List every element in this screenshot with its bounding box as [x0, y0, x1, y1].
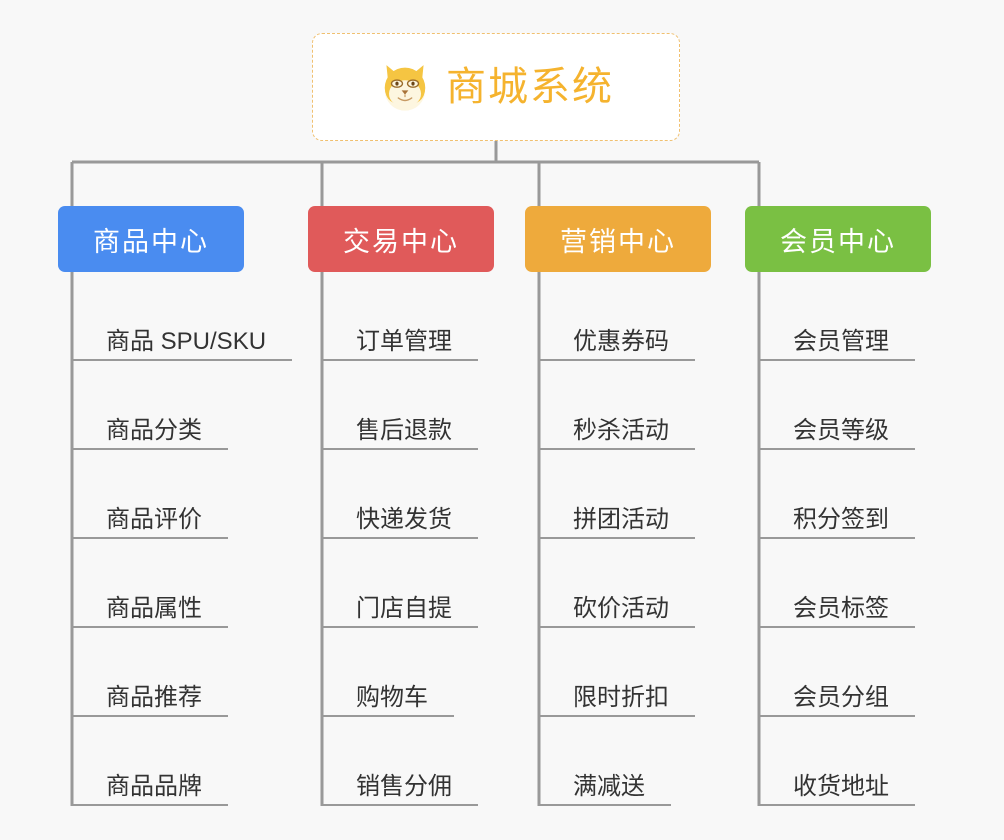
branch-column: 会员中心会员管理会员等级积分签到会员标签会员分组收货地址 — [745, 206, 931, 806]
leaf-underline — [72, 804, 228, 806]
leaf-underline — [539, 448, 695, 450]
leaf-underline — [759, 804, 915, 806]
root-node[interactable]: 商城系统 — [312, 33, 680, 141]
leaf-underline — [539, 715, 695, 717]
leaf-item[interactable]: 商品属性 — [72, 539, 258, 628]
root-title: 商城系统 — [446, 65, 614, 109]
leaf-item[interactable]: 商品推荐 — [72, 628, 258, 717]
leaf-list: 商品 SPU/SKU 商品分类商品评价商品属性商品推荐商品品牌 — [72, 272, 292, 806]
leaf-underline — [539, 804, 671, 806]
leaf-item[interactable]: 秒杀活动 — [539, 361, 725, 450]
leaf-label: 积分签到 — [793, 505, 889, 533]
leaf-underline — [322, 804, 478, 806]
leaf-underline — [759, 537, 915, 539]
leaf-item[interactable]: 商品分类 — [72, 361, 258, 450]
leaf-underline — [759, 448, 915, 450]
leaf-item[interactable]: 门店自提 — [322, 539, 508, 628]
leaf-item[interactable]: 商品品牌 — [72, 717, 258, 806]
leaf-item[interactable]: 会员管理 — [759, 272, 945, 361]
leaf-underline — [322, 715, 454, 717]
leaf-label: 收货地址 — [793, 772, 889, 800]
leaf-label: 商品 SPU/SKU — [106, 327, 267, 355]
leaf-label: 快递发货 — [356, 505, 452, 533]
leaf-item[interactable]: 售后退款 — [322, 361, 508, 450]
leaf-item[interactable]: 会员标签 — [759, 539, 945, 628]
leaf-item[interactable]: 会员等级 — [759, 361, 945, 450]
leaf-underline — [72, 537, 228, 539]
leaf-underline — [759, 359, 915, 361]
branch-header[interactable]: 商品中心 — [58, 206, 244, 272]
branch-column: 商品中心商品 SPU/SKU 商品分类商品评价商品属性商品推荐商品品牌 — [58, 206, 292, 806]
leaf-item[interactable]: 订单管理 — [322, 272, 508, 361]
leaf-item[interactable]: 积分签到 — [759, 450, 945, 539]
leaf-underline — [72, 448, 228, 450]
leaf-label: 商品评价 — [106, 505, 202, 533]
leaf-label: 购物车 — [356, 683, 428, 711]
leaf-label: 会员标签 — [793, 594, 889, 622]
leaf-underline — [539, 626, 695, 628]
leaf-label: 商品属性 — [106, 594, 202, 622]
leaf-item[interactable]: 商品评价 — [72, 450, 258, 539]
leaf-item[interactable]: 砍价活动 — [539, 539, 725, 628]
leaf-item[interactable]: 收货地址 — [759, 717, 945, 806]
leaf-label: 砍价活动 — [573, 594, 669, 622]
shiba-dog-face-icon — [384, 65, 426, 111]
leaf-underline — [72, 715, 228, 717]
leaf-item[interactable]: 会员分组 — [759, 628, 945, 717]
leaf-underline — [322, 537, 478, 539]
leaf-underline — [72, 359, 292, 361]
leaf-label: 售后退款 — [356, 416, 452, 444]
leaf-item[interactable]: 销售分佣 — [322, 717, 508, 806]
leaf-label: 订单管理 — [356, 327, 452, 355]
leaf-item[interactable]: 快递发货 — [322, 450, 508, 539]
leaf-item[interactable]: 优惠券码 — [539, 272, 725, 361]
leaf-underline — [539, 359, 695, 361]
branch-header[interactable]: 交易中心 — [308, 206, 494, 272]
leaf-item[interactable]: 限时折扣 — [539, 628, 725, 717]
leaf-underline — [322, 626, 478, 628]
leaf-label: 拼团活动 — [573, 505, 669, 533]
leaf-item[interactable]: 商品 SPU/SKU — [72, 272, 292, 361]
leaf-item[interactable]: 满减送 — [539, 717, 725, 806]
leaf-label: 会员分组 — [793, 683, 889, 711]
leaf-item[interactable]: 拼团活动 — [539, 450, 725, 539]
leaf-underline — [539, 537, 695, 539]
leaf-underline — [759, 626, 915, 628]
leaf-label: 限时折扣 — [573, 683, 669, 711]
leaf-underline — [322, 448, 478, 450]
leaf-label: 秒杀活动 — [573, 416, 669, 444]
branch-column: 营销中心优惠券码秒杀活动拼团活动砍价活动限时折扣满减送 — [525, 206, 711, 806]
leaf-underline — [322, 359, 478, 361]
leaf-item[interactable]: 购物车 — [322, 628, 508, 717]
branch-header[interactable]: 会员中心 — [745, 206, 931, 272]
leaf-label: 销售分佣 — [356, 772, 452, 800]
leaf-label: 满减送 — [573, 772, 645, 800]
leaf-label: 门店自提 — [356, 594, 452, 622]
leaf-label: 会员管理 — [793, 327, 889, 355]
leaf-label: 商品品牌 — [106, 772, 202, 800]
leaf-list: 订单管理售后退款快递发货门店自提购物车销售分佣 — [322, 272, 508, 806]
leaf-label: 优惠券码 — [573, 327, 669, 355]
leaf-label: 商品分类 — [106, 416, 202, 444]
branch-column: 交易中心订单管理售后退款快递发货门店自提购物车销售分佣 — [308, 206, 494, 806]
leaf-underline — [72, 626, 228, 628]
leaf-list: 会员管理会员等级积分签到会员标签会员分组收货地址 — [759, 272, 945, 806]
leaf-label: 商品推荐 — [106, 683, 202, 711]
leaf-list: 优惠券码秒杀活动拼团活动砍价活动限时折扣满减送 — [539, 272, 725, 806]
leaf-label: 会员等级 — [793, 416, 889, 444]
branch-header[interactable]: 营销中心 — [525, 206, 711, 272]
leaf-underline — [759, 715, 915, 717]
